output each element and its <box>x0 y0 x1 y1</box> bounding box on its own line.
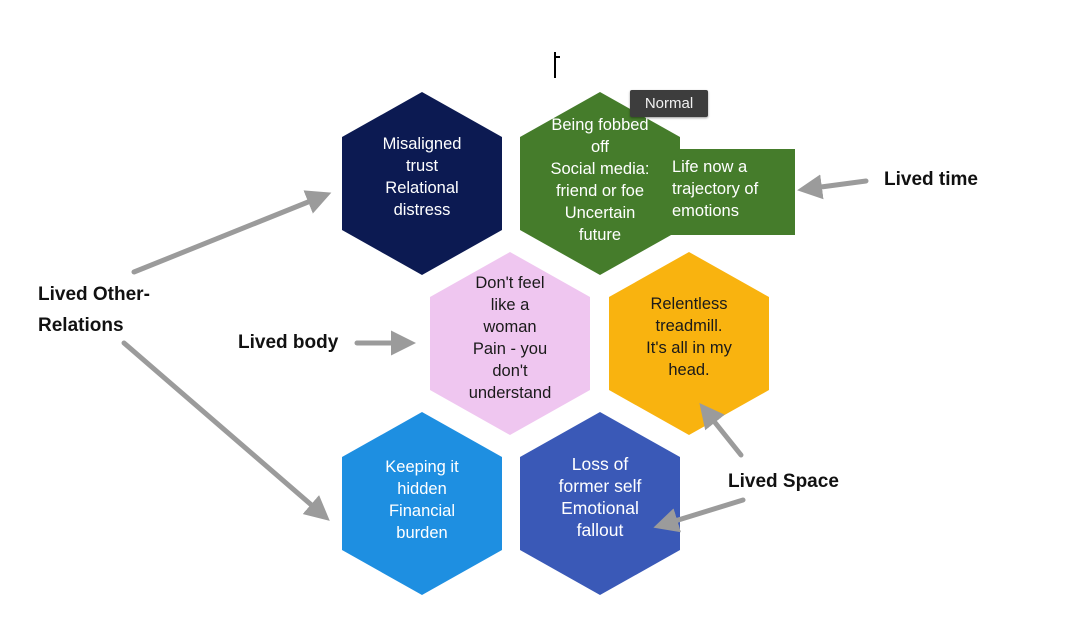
hexagon-dont-feel-like-a-woman <box>430 252 590 435</box>
text-line: treadmill. <box>655 317 723 335</box>
text-line: fallout <box>576 520 624 540</box>
label-lived-space-text: Lived Space <box>728 471 839 492</box>
text-line: burden <box>396 524 448 542</box>
text-line: head. <box>668 361 710 379</box>
text-line: Loss of <box>571 454 629 474</box>
text-line: former self <box>558 476 642 496</box>
label-lived-other-line1: Lived Other- <box>38 284 150 305</box>
label-lived-body-text: Lived body <box>238 332 339 353</box>
label-lived-other-relations: Lived Other- Relations <box>38 279 150 341</box>
hexagon-text-relentless-treadmill: Relentless treadmill. It's all in my head. <box>614 293 764 381</box>
hexagon-being-fobbed-off <box>520 92 680 275</box>
arrow-lived-space-left <box>653 497 746 533</box>
text-line: Uncertain <box>564 204 636 222</box>
text-line: Being fobbed <box>551 116 649 134</box>
text-line: Financial <box>388 502 456 520</box>
text-line: Life now a <box>672 158 748 176</box>
arrow-lived-other-relations-up <box>131 190 332 275</box>
text-line: Pain - you <box>472 340 548 358</box>
label-lived-time-text: Lived time <box>884 169 978 190</box>
text-line: don't <box>492 362 528 380</box>
text-line: like a <box>490 296 530 314</box>
text-line: emotions <box>672 202 739 220</box>
box-life-now-trajectory <box>648 149 795 235</box>
label-lived-space: Lived Space <box>728 466 839 497</box>
text-line: Relentless <box>650 295 728 313</box>
text-line: Social media: <box>550 160 650 178</box>
text-line: Misaligned <box>382 135 462 153</box>
arrow-lived-other-relations-down <box>121 340 330 521</box>
text-line: off <box>590 138 610 156</box>
style-tooltip: Normal <box>630 90 708 117</box>
text-line: trajectory of <box>672 180 759 198</box>
text-line: It's all in my <box>646 339 732 357</box>
box-text-life-now-trajectory: Life now a trajectory of emotions <box>672 156 787 222</box>
text-line: Relational <box>385 179 459 197</box>
text-line: distress <box>393 201 451 219</box>
arrow-lived-space-up <box>699 402 744 458</box>
text-line: friend or foe <box>555 182 645 200</box>
label-lived-time: Lived time <box>884 164 978 195</box>
text-line: hidden <box>397 480 447 498</box>
hexagon-loss-of-former-self <box>520 412 680 595</box>
label-lived-body: Lived body <box>238 327 338 358</box>
text-line: trust <box>405 157 439 175</box>
hexagon-misaligned-trust <box>342 92 502 275</box>
arrow-lived-time <box>797 174 869 200</box>
text-line: Emotional <box>561 498 639 518</box>
text-line: Don't feel <box>475 274 545 292</box>
text-line: future <box>578 226 622 244</box>
text-cursor-tick <box>556 56 560 58</box>
text-line: woman <box>483 318 537 336</box>
label-lived-other-line2: Relations <box>38 315 124 336</box>
text-line: Keeping it <box>385 458 459 476</box>
hexagon-relentless-treadmill <box>609 252 769 435</box>
text-line: understand <box>468 384 552 402</box>
text-cursor-icon <box>554 52 556 78</box>
hexagon-keeping-it-hidden <box>342 412 502 595</box>
